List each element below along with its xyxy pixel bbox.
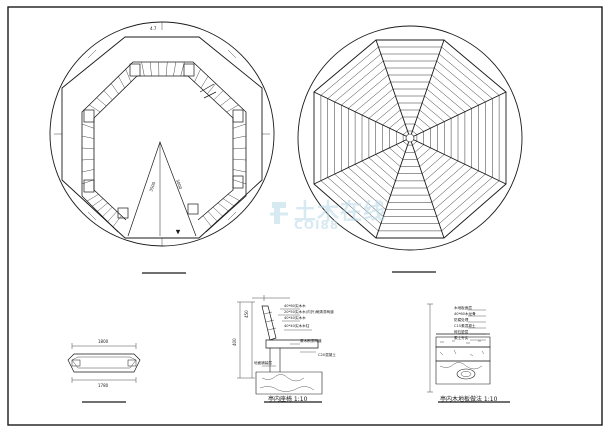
seat-height-dim: 400 [232, 338, 237, 346]
seat-note-2: 20*50实木木(内外)刷清漆两道 [284, 309, 334, 314]
deck-section-caption: 亭内木地板做法 1:10 [440, 396, 498, 403]
pavilion-roof-plan [297, 25, 523, 251]
plan-dim-diag: 3500 [148, 181, 156, 193]
seat-section-caption: 亭内座椅 1:10 [268, 396, 308, 403]
seat-note-4: 40*40实木木柱 [284, 323, 310, 328]
seat-chairs [83, 63, 244, 219]
deck-note-1: 木地板面层 [454, 305, 472, 310]
watermark-text-cn: 土木在线 [294, 200, 387, 225]
section-lines [127, 140, 197, 237]
seat-note-3: 40*40实木木 [284, 315, 306, 320]
seat-note-1: 40*60实木木 [284, 303, 306, 308]
seat-band-hatch [81, 61, 247, 228]
seat-note-5: 原木刷漆两道 [300, 338, 322, 343]
seat-plan-dim-top: 1800 [98, 339, 109, 344]
sheet-border [7, 6, 603, 426]
seat-band-inner [93, 75, 234, 221]
roof-ridges [313, 39, 507, 239]
deck-note-3: 防腐处理 [454, 317, 469, 322]
seat-band-outer [81, 61, 247, 233]
watermark: 土木在线 COI88 [268, 196, 418, 236]
deck-section-notes: 木地板面层 40*60木龙骨 防腐处理 C15素混凝土 碎石垫层 素土夯实 [454, 305, 476, 340]
deck-note-2: 40*60木龙骨 [454, 311, 476, 316]
plan-dim-top: 4.7 [150, 26, 157, 31]
pavilion-seat-plan [49, 21, 275, 247]
plan-outer-circle [49, 21, 275, 247]
watermark-logo-icon [270, 202, 288, 224]
seat-plan-detail [67, 343, 141, 383]
watermark-text-en: COI88 [294, 218, 340, 232]
deck-note-6: 素土夯实 [454, 335, 469, 340]
roof-rafters [320, 46, 500, 232]
roof-center [405, 133, 415, 143]
seat-total-dim: 450 [244, 310, 249, 318]
seat-note-7: 地面铺装层 [254, 360, 272, 365]
seat-section-notes: 40*60实木木 20*50实木木(内外)刷清漆两道 40*40实木木 40*4… [254, 303, 336, 365]
deck-note-4: C15素混凝土 [454, 323, 476, 328]
seat-note-6: C20混凝土 [318, 352, 336, 357]
deck-note-5: 碎石垫层 [454, 329, 469, 334]
seat-section-detail [237, 295, 323, 395]
deck-section-detail [427, 303, 491, 393]
plan-dim-radius: 3000 [175, 179, 183, 191]
seat-plan-dim-bottom: 1780 [98, 383, 109, 388]
plan-octagon [61, 36, 263, 239]
roof-outer-circle [297, 25, 523, 251]
plan-dimension-ticks [54, 22, 270, 246]
